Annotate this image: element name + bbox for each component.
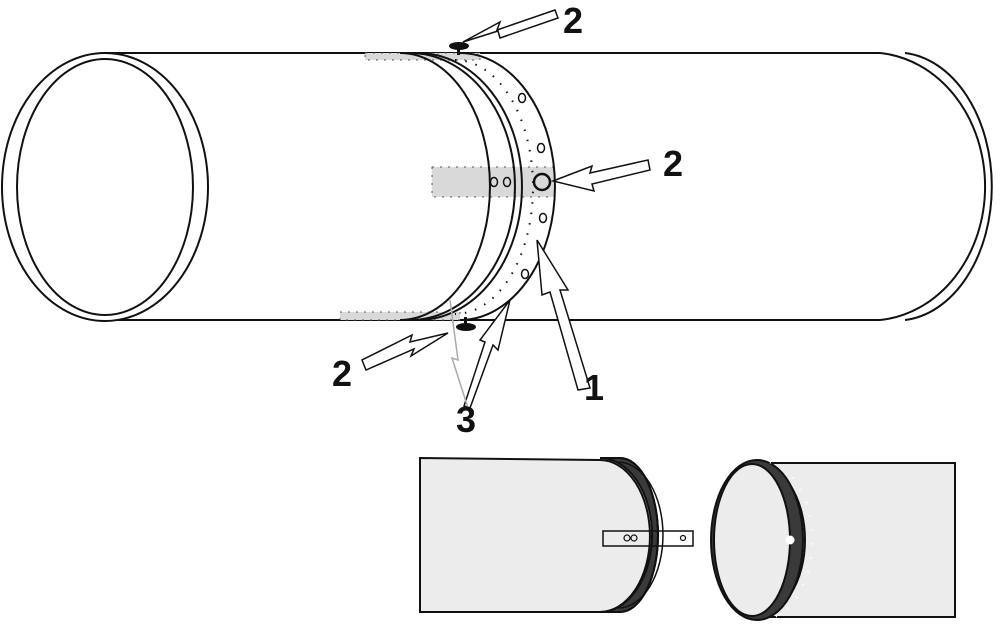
callout-label-seal: 3	[456, 399, 477, 440]
arrow-bottom-clamp	[361, 332, 449, 371]
side-bolt-icon	[532, 172, 552, 192]
bolt-icon	[538, 212, 548, 224]
connection-strap	[431, 166, 556, 198]
joint-arc-2	[409, 52, 516, 321]
duct-piece-left	[419, 456, 651, 613]
callout-label-ring: 1	[584, 367, 605, 408]
bolt-icon	[536, 142, 546, 154]
arrow-seal	[463, 299, 511, 409]
strap-connector	[602, 530, 694, 547]
arrow-side-bolt	[550, 159, 651, 193]
arrow-top-clamp	[462, 9, 559, 43]
cylinder-right-end	[879, 52, 987, 321]
ring-outer-edge	[459, 52, 556, 321]
joint-arc-1	[399, 52, 491, 321]
joint-arc-3	[417, 52, 523, 321]
cylinder-right-end-rim	[904, 52, 993, 321]
callout-label-top-clamp: 2	[563, 0, 584, 41]
bolt-icon	[489, 176, 499, 188]
callout-label-bottom-clamp: 2	[332, 353, 353, 394]
socket-hole-icon	[785, 535, 795, 545]
cylinder-left-end-outer	[1, 52, 209, 322]
overlap-strip-bottom	[339, 311, 461, 321]
bolt-icon	[502, 176, 512, 188]
cylinder-left-end-inner	[16, 58, 194, 316]
bolt-icon	[517, 92, 527, 104]
callout-label-side-bolt: 2	[663, 143, 684, 184]
bolt-icon	[520, 268, 530, 280]
arrow-ring	[536, 239, 591, 391]
arrow-seal-light	[449, 299, 469, 409]
